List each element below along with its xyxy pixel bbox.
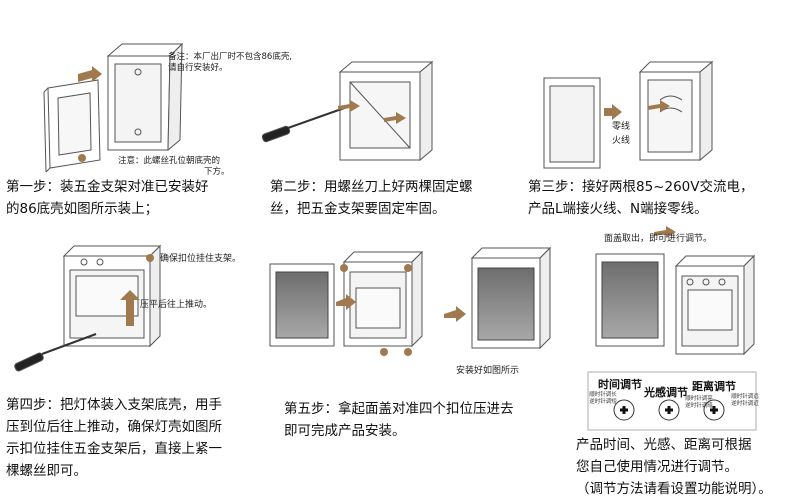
zero-line-label: 零线 [612,122,631,132]
clip-marker [404,348,412,356]
knob-time-title: 时间调节 [598,378,642,391]
result-note: 安装好如图所示 [456,366,520,376]
cover-note: 面盖取出，即可进行调节。 [604,234,713,244]
step1-text: 第一步：装五金支架对准已安装好的86底壳如图所示装上； [6,179,209,217]
step4-illustration [14,244,162,372]
step1-illustration [43,42,184,173]
step5-illustration [269,246,552,350]
step2-illustration [261,60,434,162]
arrow-right [654,226,676,238]
step5-text: 第五步：拿起面盖对准四个扣位压进去即可完成产品安装。 [284,401,514,439]
clip-marker [380,348,388,356]
step3-text: 第三步：接好两根85~260V交流电，产品L端接火线、N端接零线。 [528,179,754,217]
arrow-right [384,112,406,124]
arrow-right [444,306,466,322]
arrow-right [78,66,102,82]
clip-marker [340,264,348,272]
knob-plus [620,406,718,414]
arrow-left [604,104,622,120]
step3-illustration [543,60,714,169]
knob-distance-title: 距离调节 [692,380,736,393]
knob-distance-sub: 顺时针调远逆时针调近 [731,394,759,407]
step6-illustration [595,253,756,356]
step2-text: 第二步：用螺丝刀上好两棵固定螺丝，把五金支架要固定牢固。 [270,179,473,217]
arrow-right [336,294,356,310]
screw-hole-note: 注意：此螺丝孔位朝底壳的下方。 [118,156,230,177]
knob-time-sub: 顺时针调长逆时针调短 [589,392,617,405]
knob-light-title: 光感调节 [644,386,688,399]
arrow-right [648,100,670,112]
screw-hole-marker [78,154,86,162]
step6-text: 产品时间、光感、距离可根据您自己使用情况进行调节。（调节方法请看设置功能说明）。 [576,437,772,497]
hook-marker [146,254,154,262]
arrow-up [120,290,140,326]
arrow-right [338,100,360,112]
knob-light-sub: 顺时针调亮逆时针调暗 [685,396,713,409]
fire-line-label: 火线 [612,136,631,146]
clip-marker [404,264,412,272]
box-note: 备注：本厂出厂时不包含86底壳,请自行安装好。 [168,52,293,73]
push-note: 压平后往上推动。 [140,300,213,310]
step4-text: 第四步：把灯体装入支架底壳，用手压到位后往上推动，确保灯壳如图所 示扣位挂住五金… [6,397,222,479]
hook-note: 确保扣位挂住支架。 [160,254,242,264]
